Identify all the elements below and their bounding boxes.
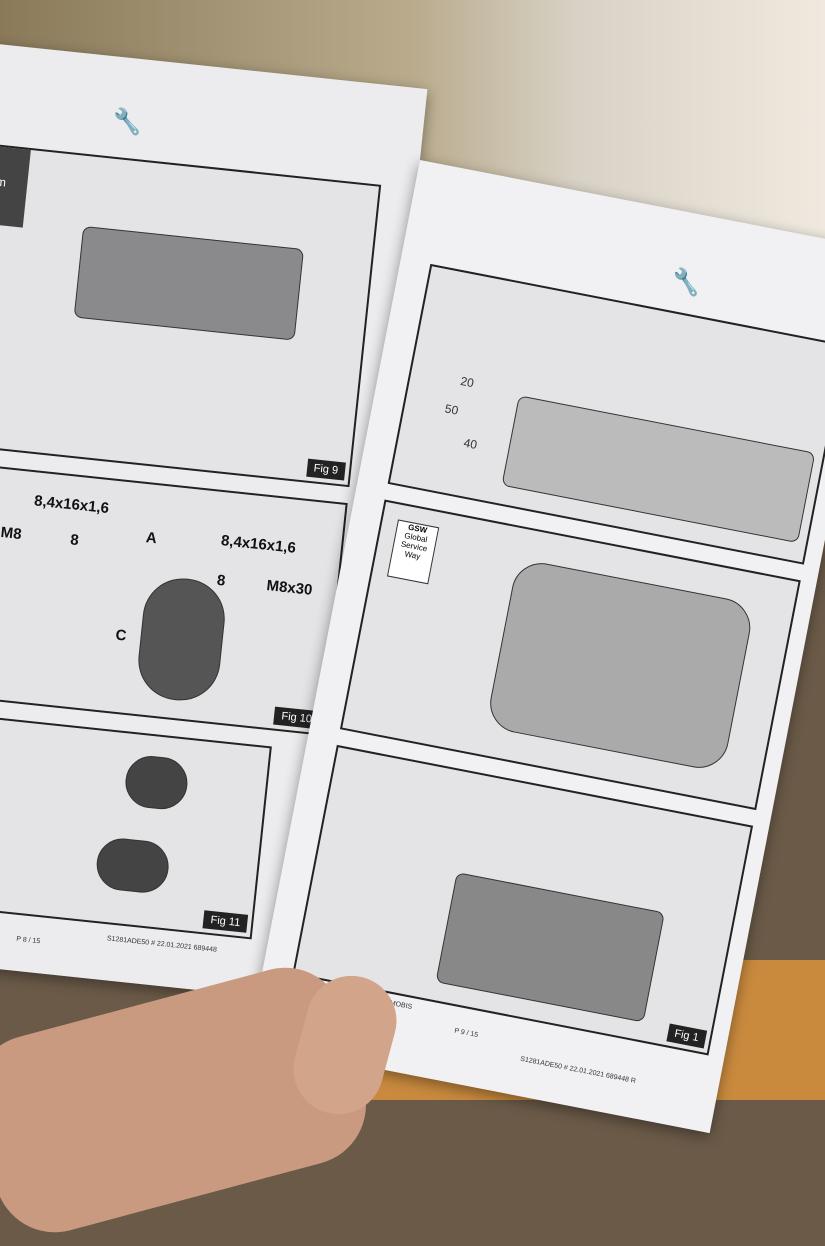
bumper-drawing (73, 225, 305, 341)
figure-10-panel: 8,4x16x1,6 M8 8 A 8,4x16x1,6 8 M8x30 C F… (0, 461, 348, 736)
page-number: P 9 / 15 (453, 1027, 479, 1040)
fig-label: Fig 9 (305, 458, 346, 481)
socket-drawing (122, 753, 191, 812)
gsw-logo: GSW Global Service Way (386, 519, 440, 585)
page-number: P 8 / 15 (15, 935, 41, 946)
car-rear-drawing (485, 557, 756, 774)
part-a-label: A (145, 529, 158, 548)
fig-label: Fig 11 (202, 910, 249, 933)
wrench-icon: 🔧 (669, 266, 704, 299)
torque-badge: Nm (0, 145, 31, 228)
dimension-label: 40 (462, 435, 479, 452)
nut-label: M8 (0, 524, 23, 544)
part-c-label: C (114, 626, 128, 645)
washer-size-label: 8,4x16x1,6 (220, 532, 297, 557)
bolt-label: M8x30 (265, 577, 314, 599)
fig-label: Fig 1 (665, 1023, 708, 1049)
gsw-tagline: Global Service Way (400, 531, 429, 562)
bumper-drawing (501, 395, 816, 544)
washer-label: 8 (69, 531, 80, 550)
footer-code: S1281ADE50 # 22.01.2021 689448 (106, 935, 218, 954)
dimension-label: 20 (459, 373, 476, 391)
wrench-icon: 🔧 (110, 107, 144, 138)
washer-label: 8 (216, 571, 227, 590)
socket-drawing (94, 835, 172, 896)
underbody-drawing (435, 872, 665, 1023)
washer-size-label: 8,4x16x1,6 (33, 492, 110, 518)
dimension-label: 50 (443, 401, 460, 418)
footer-code: S1281ADE50 # 22.01.2021 689448 R (519, 1055, 637, 1086)
tow-bracket-plate (134, 574, 229, 705)
figure-11-panel: Fig 11 (0, 710, 272, 940)
figure-9-panel: Nm Fig 9 (0, 143, 382, 488)
